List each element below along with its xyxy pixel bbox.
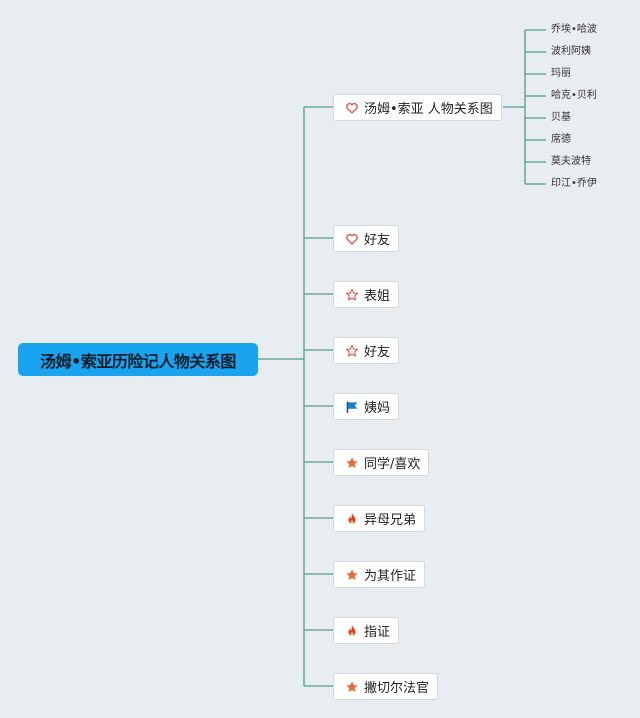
orange-star-icon <box>345 568 359 582</box>
branch-topic-label: 好友 <box>364 345 391 360</box>
subtopic[interactable]: 席德 <box>551 134 571 145</box>
branch-topic-label: 为其作证 <box>364 569 417 584</box>
subtopic[interactable]: 乔埃•哈波 <box>551 24 597 35</box>
subtopic[interactable]: 哈克•贝利 <box>551 90 597 101</box>
subtopic[interactable]: 波利阿姨 <box>551 46 591 57</box>
subtopic[interactable]: 印江•乔伊 <box>551 178 597 189</box>
subtopic[interactable]: 贝基 <box>551 112 571 123</box>
branch-topic-label: 表姐 <box>364 289 391 304</box>
blue-flag-icon <box>345 400 359 414</box>
orange-star-icon <box>345 680 359 694</box>
red-fire-icon <box>345 624 359 638</box>
subtopic[interactable]: 玛丽 <box>551 68 571 79</box>
branch-topic[interactable]: 汤姆•索亚 人物关系图 <box>333 94 502 121</box>
star-outline-icon <box>345 288 359 302</box>
branch-topic-label: 好友 <box>364 233 391 248</box>
branch-topic-label: 异母兄弟 <box>364 513 417 528</box>
branch-topic[interactable]: 好友 <box>333 337 400 364</box>
red-fire-icon <box>345 512 359 526</box>
branch-topic[interactable]: 异母兄弟 <box>333 505 426 532</box>
star-outline-icon <box>345 344 359 358</box>
branch-topic[interactable]: 撇切尔法官 <box>333 673 439 700</box>
branch-topic[interactable]: 表姐 <box>333 281 400 308</box>
branch-topic-label: 撇切尔法官 <box>364 681 430 696</box>
branch-topic-label: 同学/喜欢 <box>364 457 421 472</box>
heart-outline-icon <box>345 232 359 246</box>
heart-outline-icon <box>345 101 359 115</box>
branch-topic[interactable]: 好友 <box>333 225 400 252</box>
branch-topic-label: 指证 <box>364 625 391 640</box>
branch-topic[interactable]: 姨妈 <box>333 393 400 420</box>
branch-topic-label: 姨妈 <box>364 401 391 416</box>
branch-topic-label: 汤姆•索亚 人物关系图 <box>364 102 493 117</box>
root-topic[interactable]: 汤姆•索亚历险记人物关系图 <box>18 343 258 376</box>
root-topic-label: 汤姆•索亚历险记人物关系图 <box>40 351 236 371</box>
branch-topic[interactable]: 指证 <box>333 617 400 644</box>
orange-star-icon <box>345 456 359 470</box>
branch-topic[interactable]: 同学/喜欢 <box>333 449 430 476</box>
branch-topic[interactable]: 为其作证 <box>333 561 426 588</box>
subtopic[interactable]: 莫夫波特 <box>551 156 591 167</box>
